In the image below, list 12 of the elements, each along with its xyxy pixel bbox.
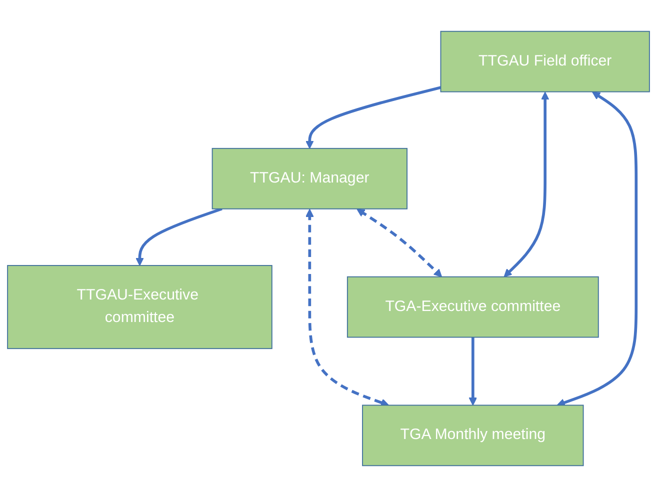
node-box: TGA-Executive committee [346,276,599,338]
arrow [468,337,478,406]
arrow [504,92,550,278]
node-box: TTGAU-Executive committee [7,265,272,350]
arrow [136,208,222,266]
arrow [356,208,442,278]
node-box: TTGAU Field officer [440,30,650,92]
arrow [556,92,638,407]
arrow [306,208,390,407]
arrow [306,86,442,149]
node-box: TTGAU: Manager [212,148,408,210]
node-box: TGA Monthly meeting [362,404,584,466]
